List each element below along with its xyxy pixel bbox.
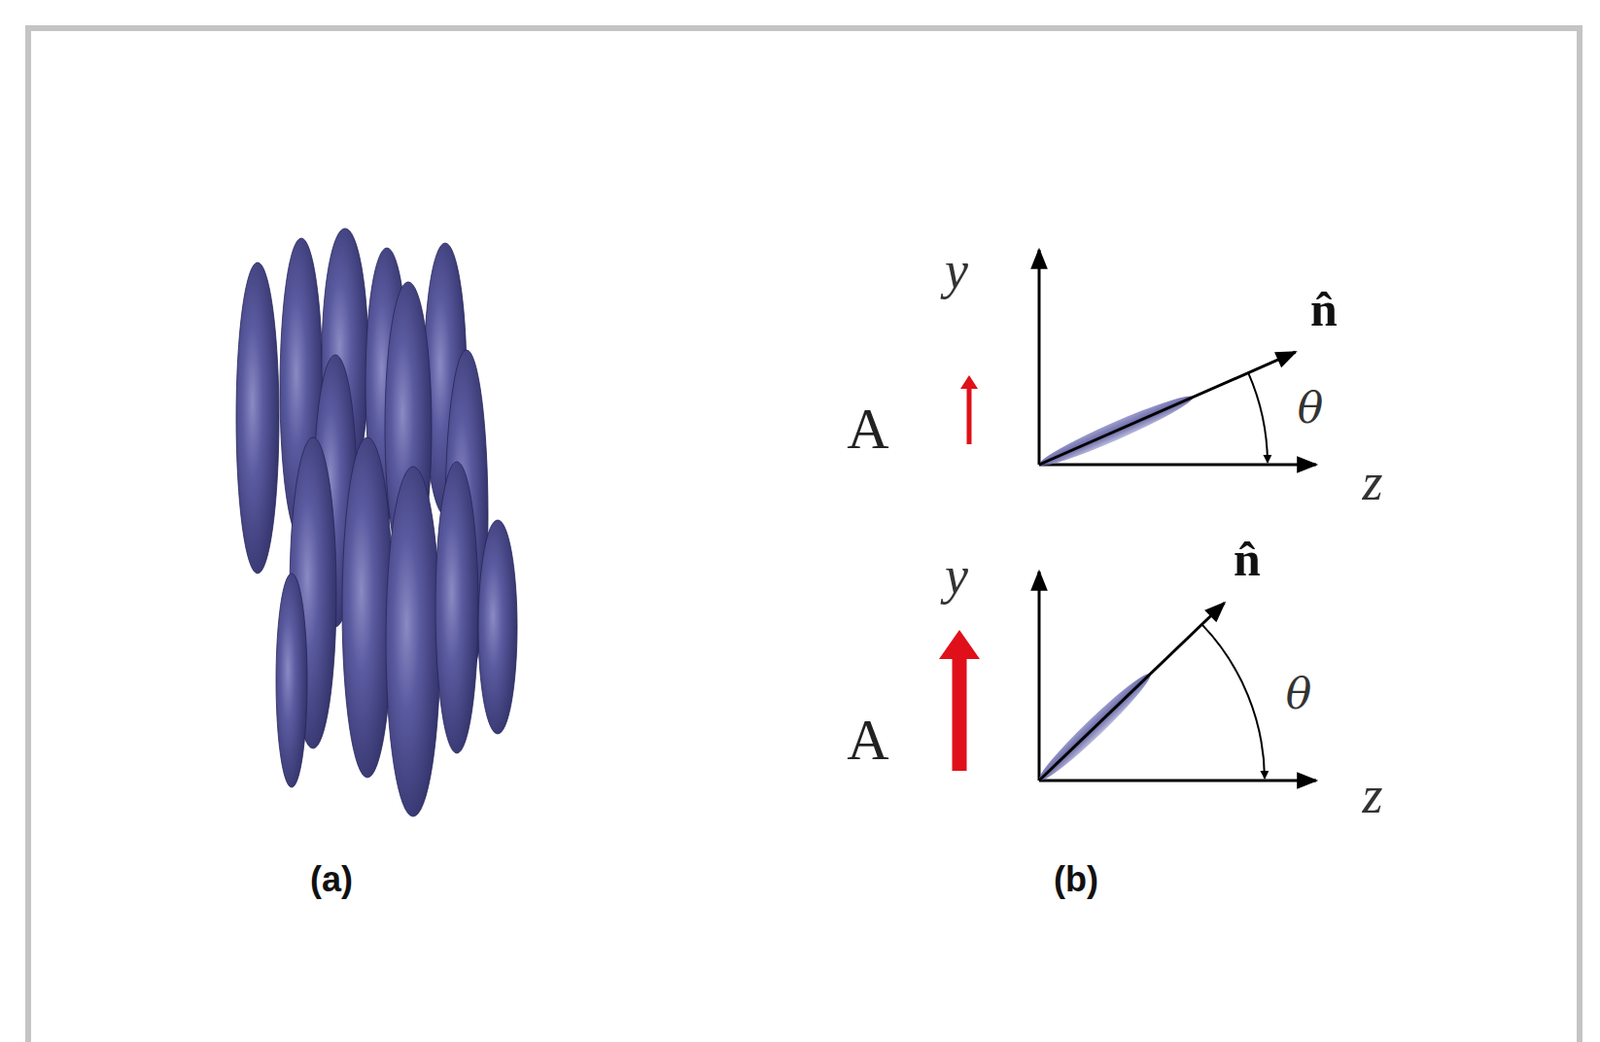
- panel-label: (a): [310, 862, 353, 898]
- axis-label: y: [944, 549, 969, 602]
- molecule-ellipsoid: [385, 466, 441, 817]
- angle-arc: [1201, 624, 1265, 779]
- z-axis: [1039, 779, 1317, 783]
- molecule-ellipsoid: [342, 437, 393, 778]
- amplitude-arrow-shaft: [952, 658, 968, 771]
- orientation-panels: [939, 249, 1317, 787]
- amplitude-label: A: [846, 399, 889, 458]
- amplitude-arrow-head: [960, 375, 978, 389]
- panel-label: (b): [1053, 862, 1099, 898]
- frame: [28, 28, 1580, 1042]
- molecule-ellipsoid: [276, 573, 308, 788]
- amplitude-arrow-head: [939, 629, 980, 660]
- y-axis: [1038, 571, 1042, 781]
- orientation-panel: [939, 571, 1317, 787]
- z-axis: [1039, 463, 1317, 467]
- ellipsoid-cluster: [236, 228, 518, 817]
- molecule-ellipsoid: [478, 520, 518, 734]
- amplitude-arrow-shaft: [967, 387, 973, 445]
- orientation-panel: [960, 249, 1317, 473]
- axis-label: y: [944, 243, 969, 297]
- axis-label: z: [1361, 768, 1383, 822]
- director-vector: [1039, 602, 1225, 781]
- axis-label: z: [1361, 455, 1383, 509]
- director-vector: [1039, 351, 1296, 465]
- director-label: n̂: [1233, 534, 1261, 584]
- angle-label: θ: [1297, 386, 1324, 430]
- director-label: n̂: [1310, 284, 1338, 334]
- molecule-ellipsoid: [236, 262, 279, 574]
- y-axis: [1038, 249, 1042, 465]
- molecule-ellipsoid: [435, 461, 479, 754]
- angle-arc: [1248, 373, 1268, 463]
- amplitude-label: A: [846, 710, 889, 769]
- angle-label: θ: [1286, 672, 1313, 716]
